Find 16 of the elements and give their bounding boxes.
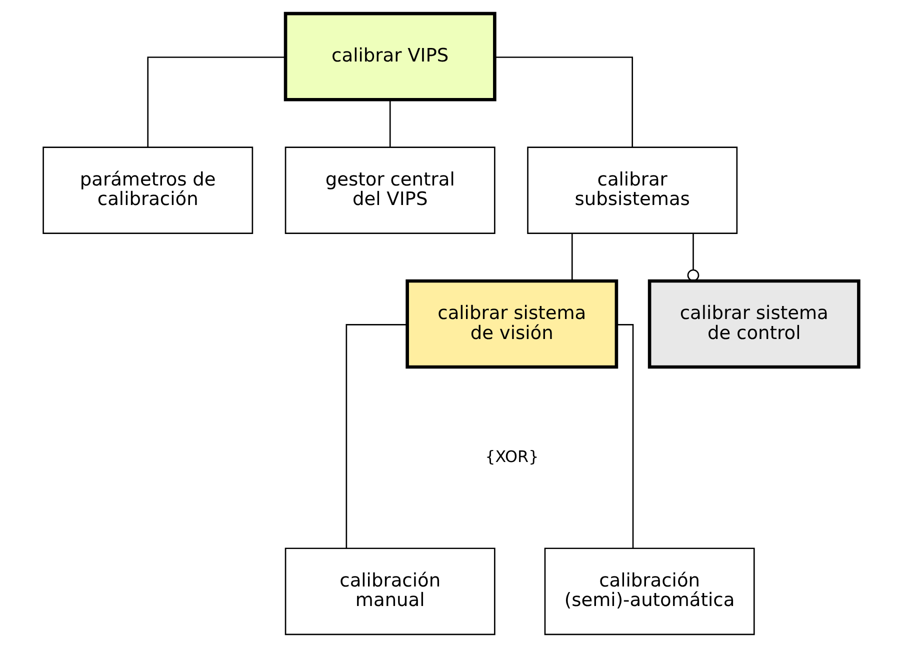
connector (571, 233, 573, 281)
node-box: gestor central del VIPS (284, 146, 496, 234)
label: {XOR} (485, 446, 539, 466)
connector (389, 100, 391, 147)
node-box: calibrar VIPS (284, 12, 496, 102)
node-box: calibrar subsistemas (527, 146, 738, 234)
node-box: calibración (semi)-automática (544, 548, 755, 636)
connector (346, 324, 408, 548)
node-box: calibrar sistema de control (648, 279, 860, 369)
connector (147, 56, 286, 148)
connector (687, 233, 700, 282)
node-box: calibración manual (284, 548, 496, 636)
node-box: calibrar sistema de visión (406, 279, 618, 369)
connector (494, 56, 634, 148)
node-box: parámetros de calibración (42, 146, 254, 234)
connector (616, 324, 634, 548)
